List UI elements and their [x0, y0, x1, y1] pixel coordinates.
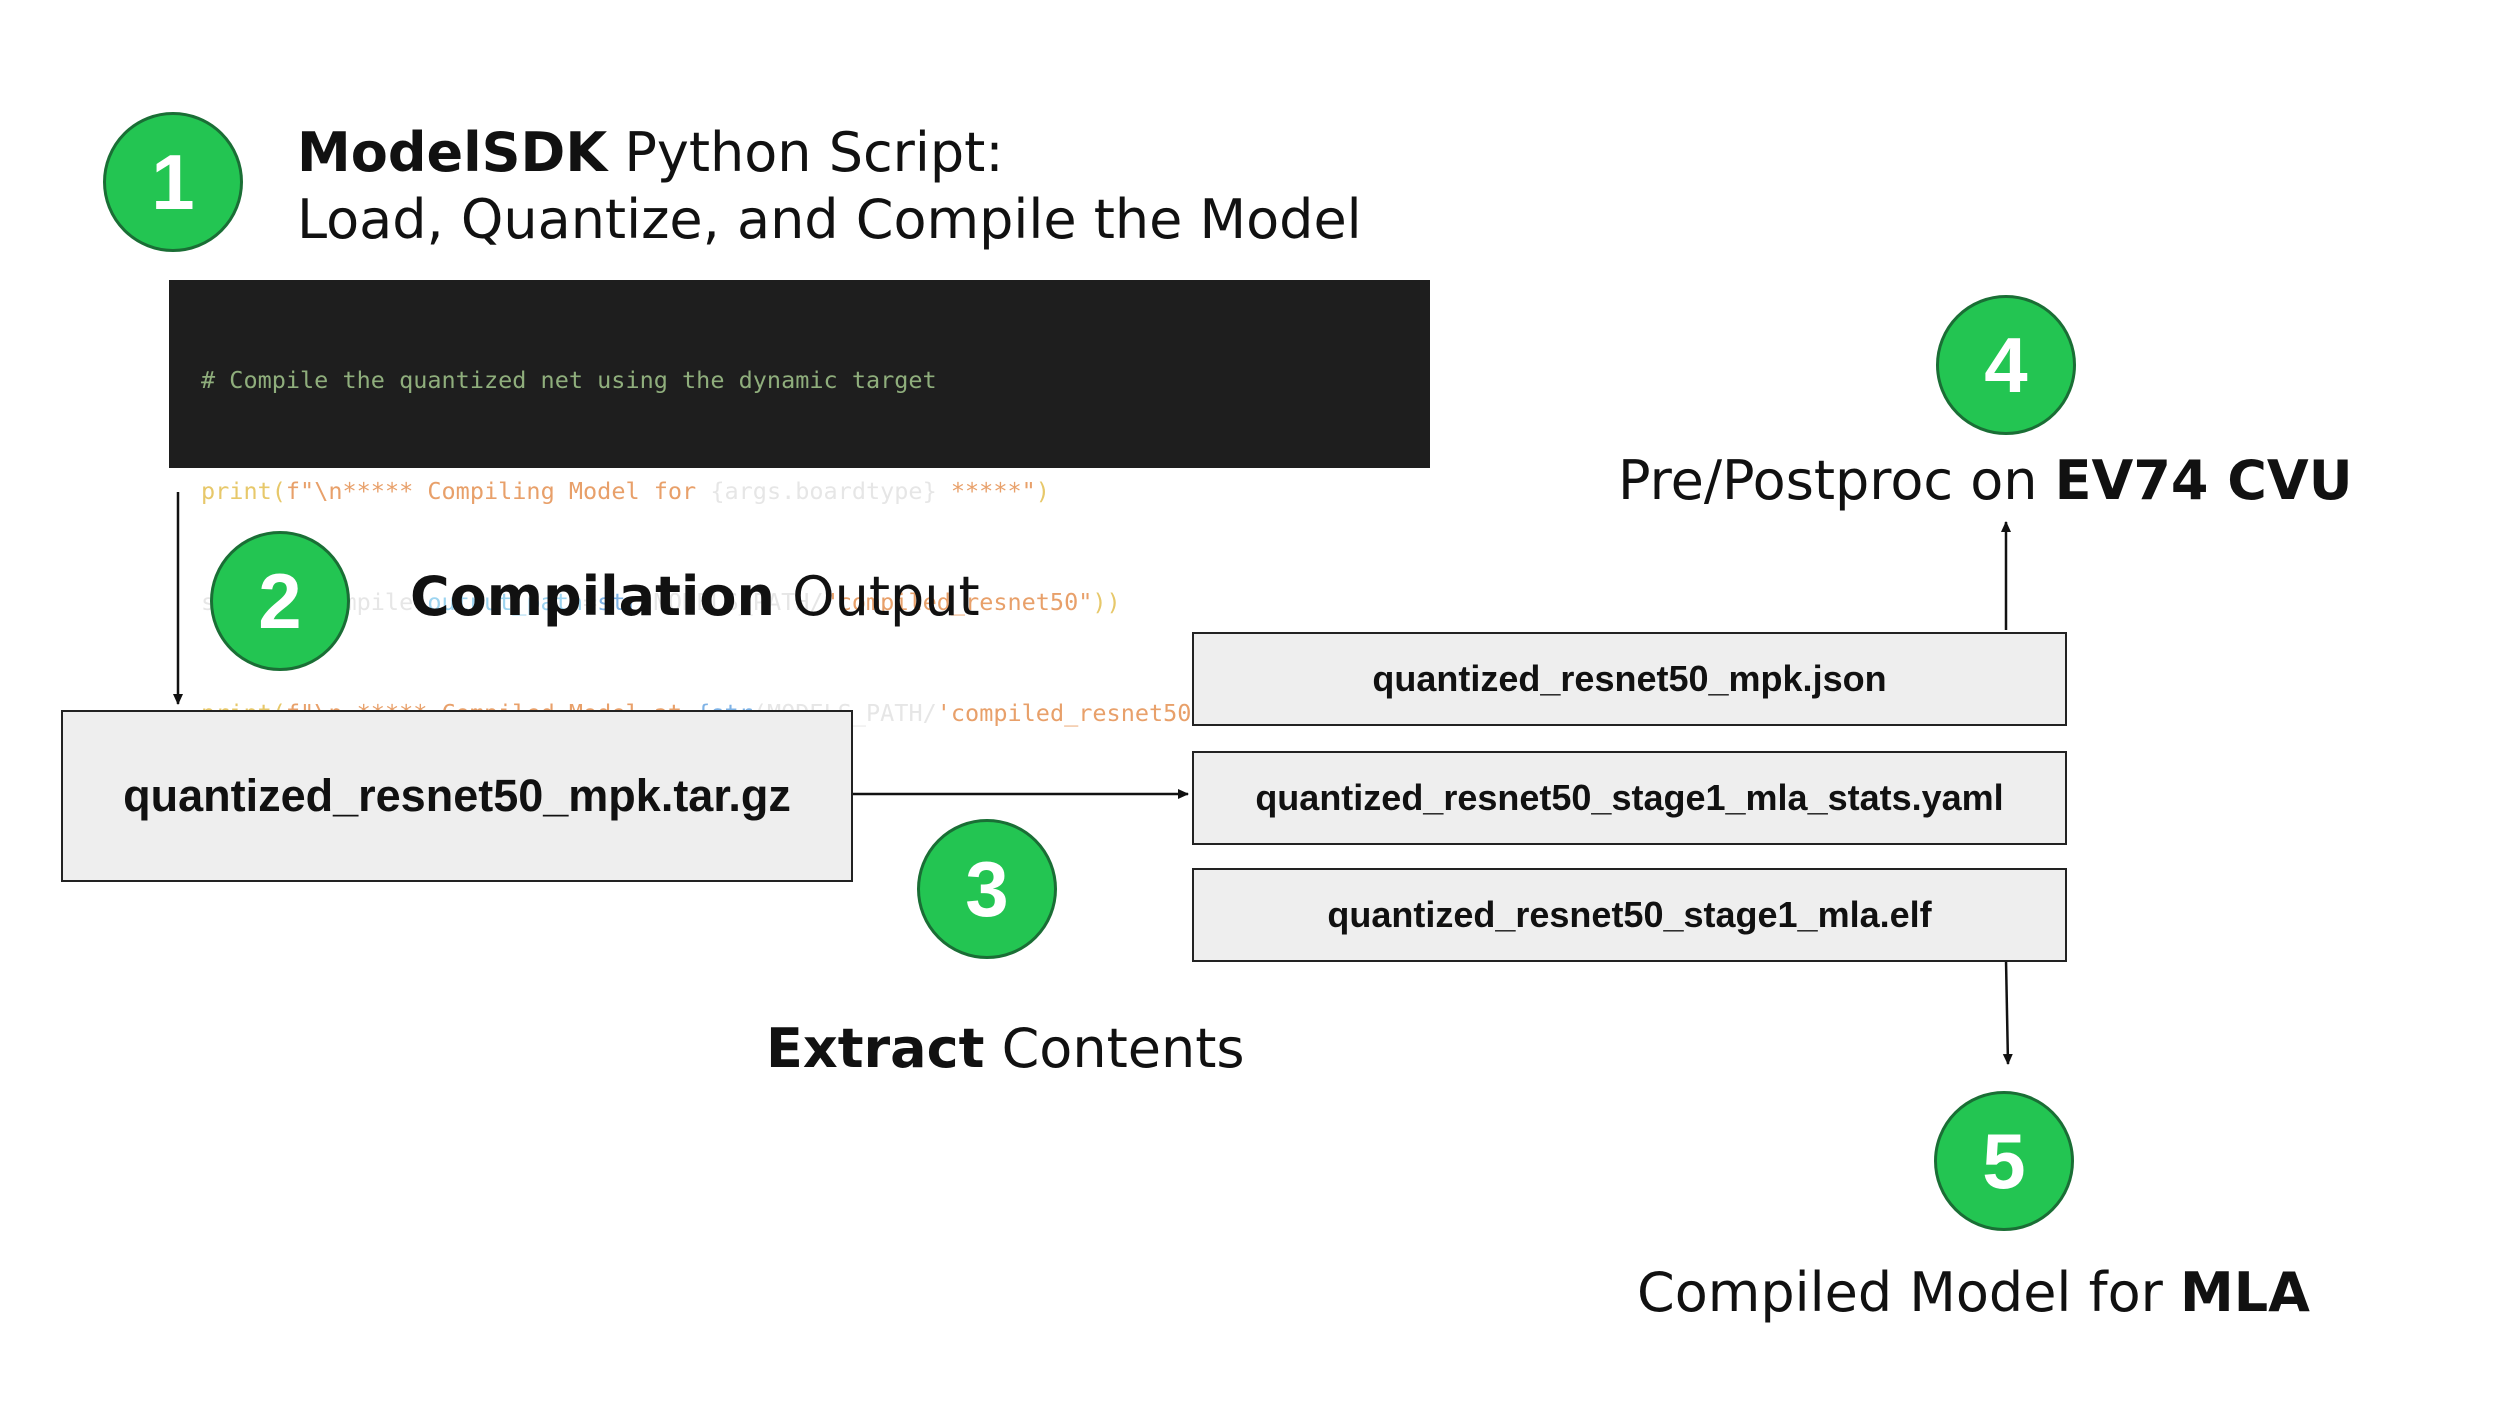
file-name-yaml: quantized_resnet50_stage1_mla_stats.yaml: [1255, 777, 2004, 818]
step-3-title-bold: Extract: [766, 1017, 985, 1080]
code-line-1: # Compile the quantized net using the dy…: [201, 366, 937, 394]
file-name-elf: quantized_resnet50_stage1_mla.elf: [1327, 894, 1932, 935]
code-token: )): [1092, 588, 1121, 616]
code-token: (MODELS_PATH/: [639, 588, 824, 616]
step-2-title-rest: Output: [774, 565, 980, 628]
step-3-badge: 3: [917, 819, 1057, 959]
step-2-title: Compilation Output: [410, 564, 980, 630]
step-1-title: ModelSDK Python Script:: [297, 120, 1004, 186]
code-token: output_path: [427, 588, 584, 616]
code-line-2: print(f"\n***** Compiling Model for {arg…: [201, 473, 1430, 510]
step-4-title-pre: Pre/Postproc on: [1618, 449, 2055, 512]
step-1-title-rest: Python Script:: [607, 121, 1004, 184]
code-token: (: [271, 477, 286, 505]
step-5-title-bold: MLA: [2180, 1261, 2310, 1324]
step-4-badge: 4: [1936, 295, 2076, 435]
step-2-badge: 2: [210, 531, 350, 671]
step-1-subtitle: Load, Quantize, and Compile the Model: [297, 188, 1362, 251]
step-3-title-rest: Contents: [984, 1017, 1245, 1080]
step-2-title-bold: Compilation: [410, 565, 775, 628]
code-snippet: # Compile the quantized net using the dy…: [169, 280, 1430, 727]
step-5-title: Compiled Model for MLA: [1637, 1260, 2310, 1326]
step-5-badge: 5: [1934, 1091, 2074, 1231]
code-token: =: [583, 588, 598, 616]
code-token: 'compiled_resnet50': [936, 699, 1206, 727]
file-box-elf: quantized_resnet50_stage1_mla.elf: [1192, 868, 2067, 962]
arrow-elf-to-mla: [2002, 959, 2013, 1065]
step-5-number: 5: [1982, 1116, 2026, 1205]
step-1-badge: 1: [103, 112, 243, 252]
step-4-number: 4: [1984, 320, 2028, 409]
step-4-title: Pre/Postproc on EV74 CVU: [1618, 448, 2353, 514]
archive-box: quantized_resnet50_mpk.tar.gz: [61, 710, 853, 882]
code-token: print: [201, 477, 272, 505]
step-1-title-bold: ModelSDK: [297, 121, 608, 184]
step-1-number: 1: [151, 137, 195, 226]
code-token: *****": [936, 477, 1036, 505]
file-box-json: quantized_resnet50_mpk.json: [1192, 632, 2067, 726]
code-token: "compiled_resnet50": [823, 588, 1093, 616]
step-2-number: 2: [258, 556, 302, 645]
archive-name: quantized_resnet50_mpk.tar.gz: [123, 770, 791, 821]
code-token: f"\n***** Compiling Model for: [285, 477, 711, 505]
file-box-yaml: quantized_resnet50_stage1_mla_stats.yaml: [1192, 751, 2067, 845]
step-3-number: 3: [965, 844, 1009, 933]
step-4-title-bold: EV74 CVU: [2054, 449, 2353, 512]
code-token: str: [597, 588, 640, 616]
step-5-title-pre: Compiled Model for: [1637, 1261, 2181, 1324]
code-token: ): [1035, 477, 1050, 505]
file-name-json: quantized_resnet50_mpk.json: [1372, 658, 1887, 699]
step-3-title: Extract Contents: [766, 1016, 1245, 1082]
code-token: {args.boardtype}: [710, 477, 937, 505]
